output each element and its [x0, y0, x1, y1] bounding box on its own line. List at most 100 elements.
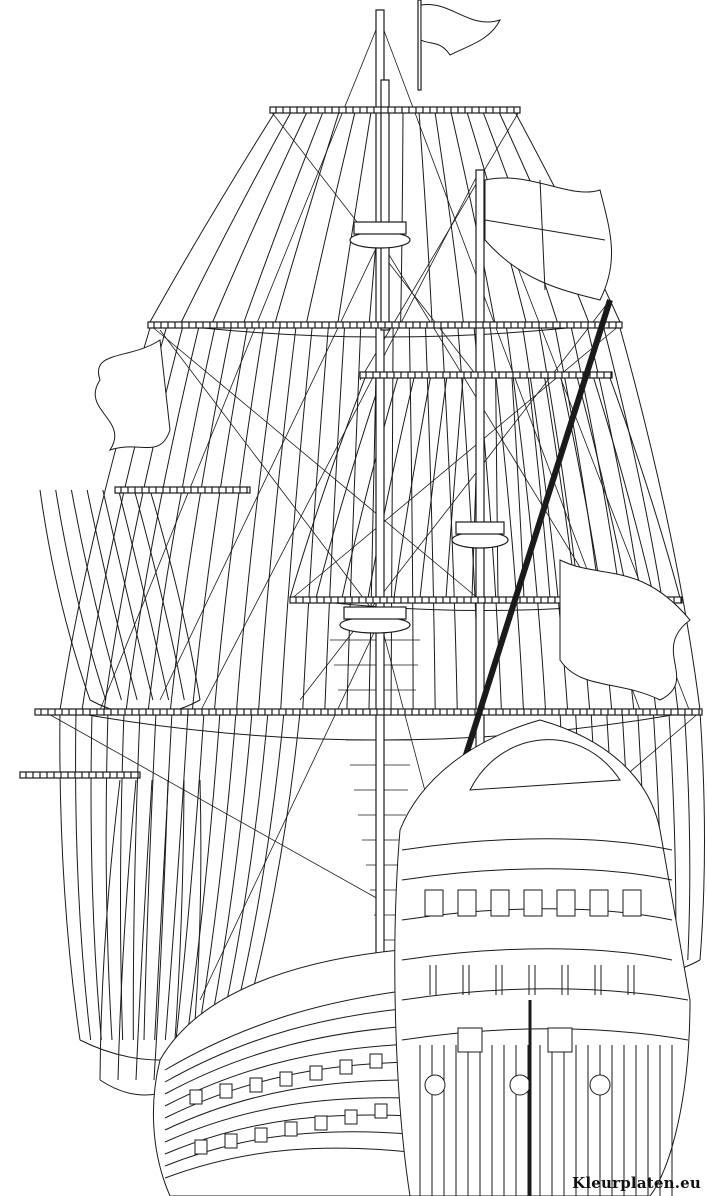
- sail-seam: [243, 111, 324, 323]
- stern-figure: [561, 965, 569, 995]
- stern-gallery: [401, 838, 673, 851]
- stern-panel: [547, 1027, 573, 1053]
- sail-seam: [367, 377, 415, 599]
- stern-figure: [627, 965, 635, 995]
- yard: [19, 771, 141, 779]
- planking: [164, 1007, 411, 1083]
- yard: [289, 596, 683, 604]
- sail-seam: [119, 711, 125, 1041]
- sail-seam: [450, 111, 496, 323]
- stern-crest: [469, 739, 621, 791]
- stern-gallery: [401, 988, 689, 1001]
- sail-seam: [434, 111, 464, 323]
- sail-seam: [213, 327, 264, 711]
- sail-seam: [315, 377, 382, 599]
- stern-figure: [594, 965, 602, 995]
- sail-seam: [86, 489, 138, 701]
- sail-seam: [400, 111, 404, 323]
- mast-top-rail: [353, 221, 407, 235]
- hull: [152, 719, 691, 1196]
- sail-seam: [346, 327, 362, 711]
- sail-seam: [55, 489, 107, 701]
- gunport: [194, 1139, 208, 1155]
- stern-port: [589, 1074, 611, 1096]
- sail-seam: [258, 327, 297, 711]
- sail-seam: [274, 111, 340, 323]
- sail-seam: [102, 489, 154, 701]
- sail-seam: [143, 711, 157, 1041]
- yard: [34, 708, 703, 716]
- sail-seam: [191, 327, 248, 711]
- sail-seam: [683, 711, 691, 961]
- sail-seam: [445, 377, 464, 599]
- sail-seam: [212, 111, 308, 323]
- sail-seam: [99, 779, 121, 1081]
- rope: [379, 239, 601, 601]
- stern-window: [622, 889, 642, 917]
- sail-seam: [149, 111, 276, 323]
- rope: [149, 324, 481, 601]
- stern-figure: [495, 965, 503, 995]
- sail-seam: [289, 377, 366, 599]
- flag-cross: [539, 179, 546, 291]
- sail-seam: [527, 377, 551, 599]
- gunport: [309, 1065, 323, 1081]
- sail-seam: [495, 377, 499, 599]
- sail-seam: [619, 327, 701, 711]
- rope: [99, 19, 381, 711]
- sail-seam: [337, 111, 372, 323]
- gunport: [249, 1077, 263, 1093]
- gunport: [279, 1071, 293, 1087]
- gunport: [254, 1127, 268, 1143]
- sail-seam: [419, 377, 448, 599]
- flag-cross: [484, 219, 606, 241]
- sail-seam: [207, 711, 253, 1041]
- sail-seam: [186, 711, 221, 1041]
- sail-seam: [408, 327, 414, 711]
- sail-seam: [302, 327, 329, 711]
- yard: [114, 486, 251, 494]
- gunport: [369, 1053, 383, 1069]
- sail-seam: [70, 489, 122, 701]
- sail-seam: [133, 489, 185, 701]
- rope: [199, 619, 381, 1001]
- stern-panel: [457, 1027, 483, 1053]
- rope: [299, 299, 611, 701]
- stern-figure: [429, 965, 437, 995]
- sail-seam: [90, 711, 102, 1041]
- rope: [199, 169, 481, 713]
- left-pennant: [94, 339, 171, 451]
- stern-window: [556, 889, 576, 917]
- top-flag: [420, 3, 501, 56]
- watermark: Kleurplaten.eu: [572, 1174, 701, 1192]
- gunport: [314, 1115, 328, 1131]
- sail-seam: [609, 377, 681, 599]
- sail-seam: [390, 327, 394, 711]
- sail-seam: [393, 377, 431, 599]
- sail-seam: [280, 327, 313, 711]
- yard: [359, 371, 613, 379]
- sail-seam: [164, 711, 189, 1041]
- sail-seam: [324, 327, 345, 711]
- mast: [380, 79, 390, 331]
- sail-seam: [154, 711, 173, 1041]
- gunport: [374, 1103, 388, 1119]
- stern-window: [589, 889, 609, 917]
- sail-seam: [506, 327, 547, 711]
- rope: [159, 329, 381, 621]
- sail-seam: [117, 779, 137, 1081]
- planking: [164, 1025, 411, 1095]
- sail-seam: [418, 111, 433, 323]
- sail-seam: [147, 327, 216, 711]
- mast-top-rail: [343, 606, 407, 620]
- stern-window: [457, 889, 477, 917]
- sail-seam: [425, 327, 436, 711]
- rope: [289, 324, 621, 601]
- sail-seam: [75, 711, 92, 1041]
- stern-figure: [528, 965, 536, 995]
- sail-seam: [175, 711, 205, 1041]
- sail-seam: [699, 711, 705, 961]
- sail-seam: [153, 779, 169, 1081]
